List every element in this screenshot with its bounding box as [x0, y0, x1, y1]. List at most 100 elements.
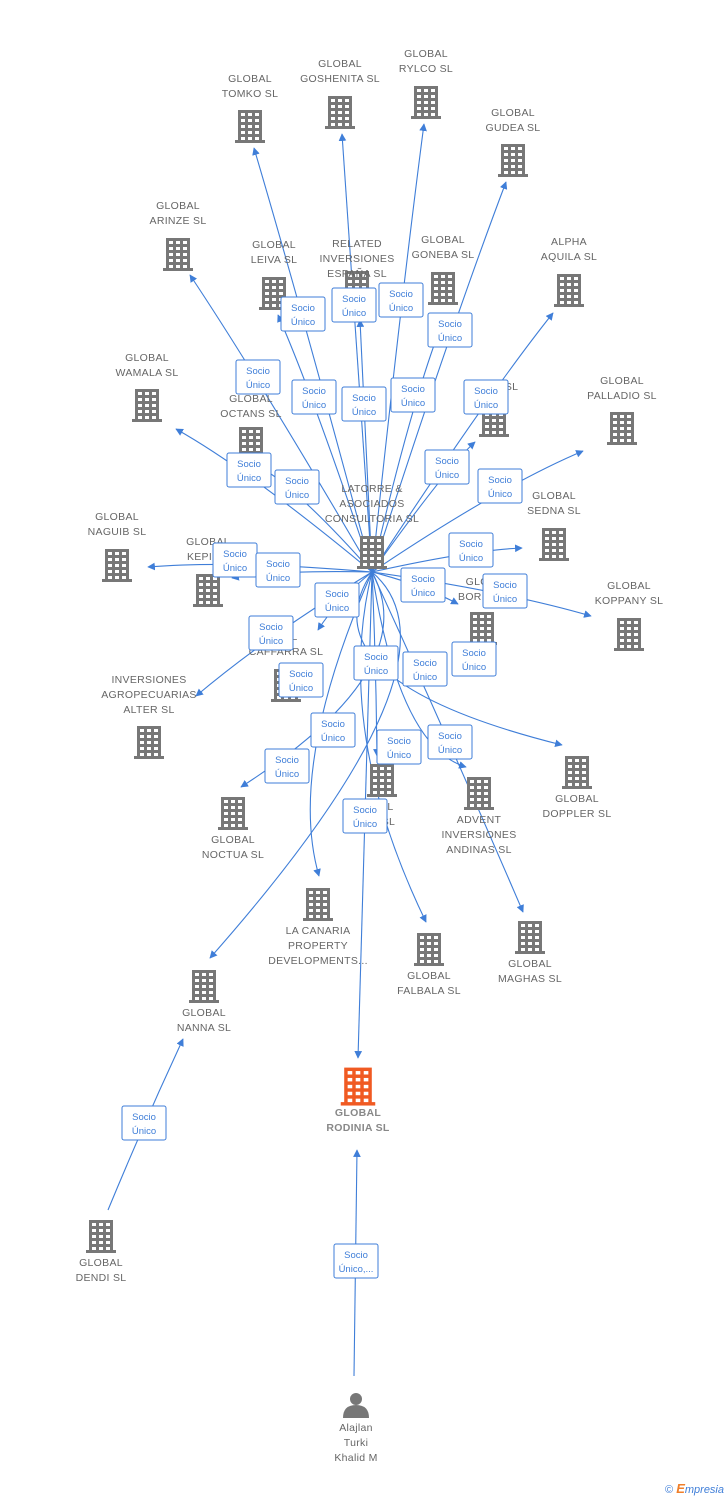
edge-label-box	[255, 552, 301, 588]
edge-label-text: Socio	[353, 805, 377, 816]
edge-label-text: Único	[223, 563, 247, 574]
edge-label-box	[353, 645, 399, 681]
edge-latorre-to-cassy	[371, 441, 476, 573]
edge-label-text: Socio	[237, 459, 261, 470]
edge-label-box	[291, 379, 337, 415]
edge-latorre-to-rylco	[371, 123, 427, 573]
edge-label-rodinia[interactable]: SocioÚnico,...	[333, 1243, 379, 1279]
edge-latorre-to-leiva	[277, 314, 373, 573]
edge-label-text: Socio	[132, 1112, 156, 1123]
edge-label-text: Socio	[259, 622, 283, 633]
node-lacanaria[interactable]: LA CANARIAPROPERTYDEVELOPMENTS...	[268, 888, 368, 967]
node-label: Khalid M	[334, 1452, 377, 1464]
edge-label-text: Socio	[474, 386, 498, 397]
node-label: CONSULTORIA SL	[325, 513, 419, 525]
node-label: AGROPECUARIAS	[101, 689, 197, 701]
edge-latorre-to-related	[356, 319, 373, 573]
node-label: GLOBAL	[156, 200, 200, 212]
node-label: GLOBAL	[182, 1007, 226, 1019]
building-icon	[539, 528, 569, 561]
edge-label-box	[448, 532, 494, 568]
node-label: INVERSIONES	[111, 674, 186, 686]
edge-label-text: Socio	[342, 294, 366, 305]
node-label: GLOBAL	[555, 793, 599, 805]
edge-label-text: Único	[275, 769, 299, 780]
edge-label-box	[378, 282, 424, 318]
edge-label-text: Único	[237, 473, 261, 484]
edge-label-text: Único	[266, 573, 290, 584]
edge-label-box	[333, 1243, 379, 1279]
node-label: GLOBAL	[491, 107, 535, 119]
node-label: FALBALA SL	[397, 985, 461, 997]
edge-label-box	[342, 798, 388, 834]
edge-label-text: Socio	[401, 384, 425, 395]
building-icon	[235, 110, 265, 143]
node-label: ESPAÑA SL	[327, 267, 387, 280]
node-label: Turki	[344, 1437, 368, 1449]
edge-label-text: Socio	[438, 319, 462, 330]
edge-label-box	[248, 615, 294, 651]
node-label: MAGHAS SL	[498, 973, 562, 985]
edge-label-text: Socio	[411, 574, 435, 585]
edge-labels-layer: SocioÚnicoSocioÚnicoSocioÚnicoSocioÚnico…	[121, 282, 528, 1279]
node-label: GLOBAL	[532, 490, 576, 502]
building-icon	[428, 272, 458, 305]
node-kepis[interactable]: GLOBALKEPIS...	[186, 536, 230, 607]
